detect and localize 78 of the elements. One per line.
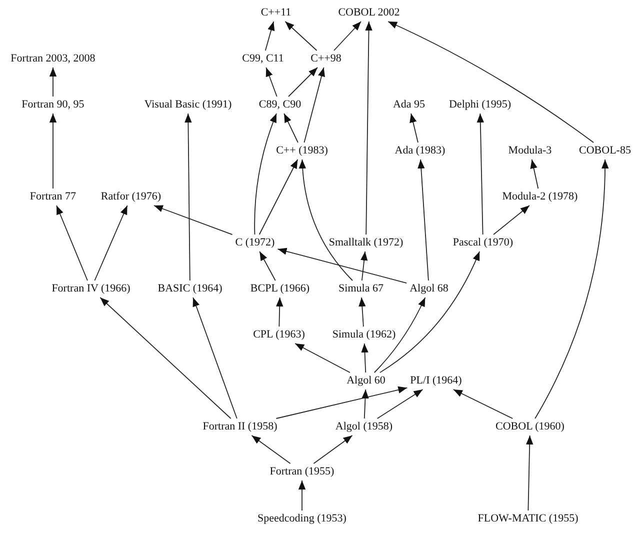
- arrow: [284, 21, 318, 51]
- language-label: PL/I (1964): [407, 372, 465, 390]
- language-label: COBOL 2002: [335, 4, 403, 22]
- arrow: [192, 297, 238, 419]
- language-label: C (1972): [232, 234, 278, 252]
- arrow: [266, 67, 278, 97]
- language-label: Fortran 2003, 2008: [8, 50, 98, 68]
- arrow: [376, 389, 424, 419]
- language-label: Fortran 77: [26, 188, 80, 206]
- arrow: [526, 435, 534, 511]
- arrow: [258, 159, 298, 235]
- arrow: [530, 159, 539, 189]
- arrow: [362, 389, 369, 419]
- arrow: [358, 297, 366, 327]
- arrow: [284, 113, 298, 143]
- arrow: [259, 251, 276, 281]
- arrow: [380, 251, 480, 373]
- language-label: C99, C11: [239, 50, 287, 68]
- language-label: Fortran (1955): [266, 464, 338, 480]
- language-label: Modula-3: [505, 142, 555, 160]
- language-label: Speedcoding (1953): [254, 510, 350, 528]
- language-label: COBOL (1960): [492, 418, 568, 436]
- arrow: [49, 67, 57, 97]
- language-label: C++ (1983): [273, 142, 331, 160]
- arrow: [294, 343, 350, 373]
- language-label: BASIC (1964): [154, 280, 226, 298]
- arrow: [276, 386, 408, 419]
- arrow: [94, 205, 128, 281]
- arrow: [360, 251, 368, 281]
- language-label: CPL (1963): [250, 326, 308, 344]
- arrow: [264, 21, 275, 51]
- language-label: C++11: [258, 4, 294, 22]
- arrow: [304, 67, 325, 143]
- language-label: Smalltalk (1972): [326, 234, 406, 252]
- arrow: [56, 205, 88, 281]
- language-label: Ratfor (1976): [98, 188, 164, 206]
- arrow: [410, 113, 418, 143]
- arrow: [100, 297, 232, 419]
- arrow: [388, 21, 594, 143]
- arrow: [277, 248, 408, 284]
- language-label: C++98: [308, 50, 344, 68]
- arrow: [153, 205, 233, 236]
- arrow: [313, 435, 353, 464]
- arrow: [184, 113, 192, 281]
- language-label: C89, C90: [256, 96, 304, 114]
- arrow: [493, 205, 530, 235]
- language-label: Ada 95: [390, 96, 428, 114]
- arrow: [299, 159, 353, 281]
- language-label: Algol 60: [344, 372, 388, 390]
- language-label: Simula (1962): [329, 326, 399, 344]
- arrow: [254, 113, 277, 235]
- arrow: [534, 159, 609, 419]
- language-label: Fortran IV (1966): [48, 280, 134, 298]
- arrow: [374, 297, 426, 373]
- language-label: Algol (1958): [332, 418, 396, 436]
- arrow: [276, 297, 284, 327]
- arrow: [288, 67, 318, 97]
- language-label: Fortran 90, 95: [18, 96, 88, 114]
- language-label: BCPL (1966): [247, 280, 313, 298]
- language-label: Delphi (1995): [446, 96, 514, 114]
- language-label: FLOW-MATIC (1955): [474, 510, 582, 528]
- language-label: Simula 67: [336, 280, 386, 298]
- arrow: [334, 21, 362, 51]
- arrow: [365, 21, 372, 235]
- language-label: Pascal (1970): [450, 234, 516, 252]
- language-label: Ada (1983): [392, 142, 448, 160]
- arrow: [418, 159, 429, 281]
- arrow: [298, 480, 306, 511]
- language-label: Visual Basic (1991): [141, 96, 235, 114]
- arrow: [452, 389, 514, 419]
- arrow: [476, 113, 484, 235]
- arrow: [251, 435, 291, 464]
- arrow: [49, 113, 57, 189]
- language-label: COBOL-85: [576, 142, 634, 160]
- language-label: Algol 68: [406, 280, 452, 298]
- arrow: [361, 343, 368, 373]
- language-label: Modula-2 (1978): [499, 188, 581, 206]
- language-label: Fortran II (1958): [200, 418, 280, 436]
